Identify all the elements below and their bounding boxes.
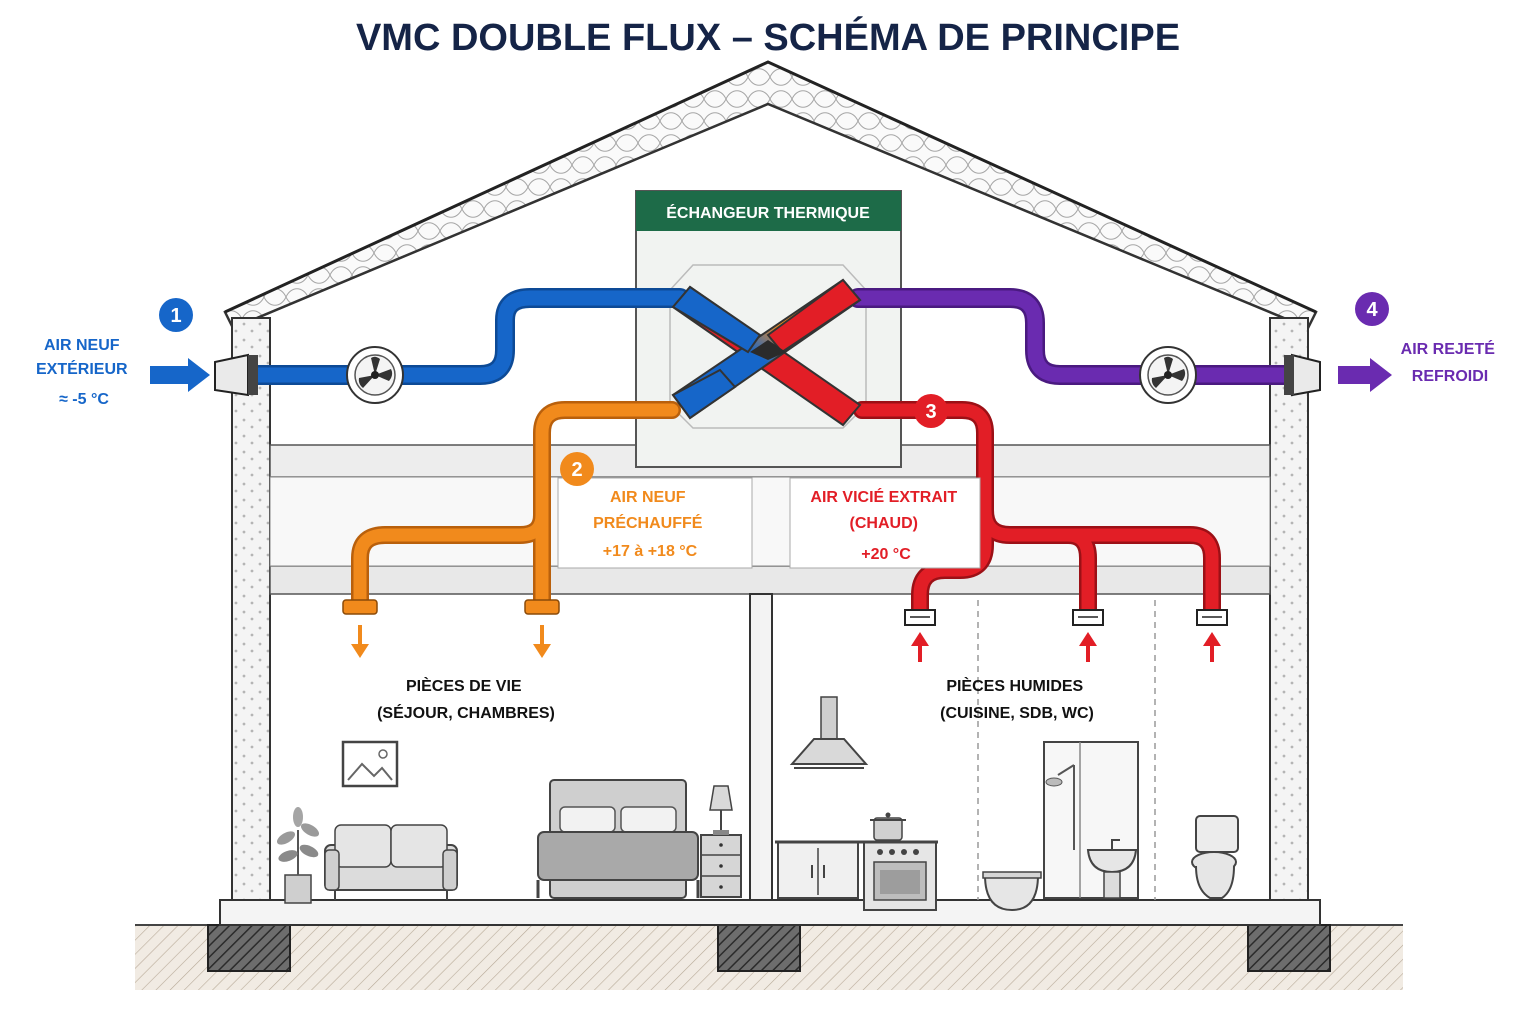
exchanger-core (671, 278, 862, 427)
svg-text:1: 1 (170, 305, 181, 327)
intake-wall-grille (214, 353, 258, 397)
label-stale-extract-air: AIR VICIÉ EXTRAIT (CHAUD) +20 °C (810, 487, 961, 563)
ceiling-slab (269, 565, 1271, 595)
pot-icon (870, 812, 906, 841)
sofa-icon (324, 824, 458, 900)
extract-grille (1072, 609, 1104, 662)
label-3-box (789, 477, 981, 569)
label-exhaust-air: AIR REJETÉ REFROIDI (1401, 339, 1500, 385)
roof-line (224, 60, 1317, 314)
label-wet-rooms: PIÈCES HUMIDES (CUISINE, SDB, WC) (940, 676, 1094, 722)
page-title: VMC DOUBLE FLUX – SCHÉMA DE PRINCIPE (356, 15, 1180, 59)
heat-exchanger: ÉCHANGEUR THERMIQUE (635, 190, 902, 468)
supply-diffuser (342, 599, 378, 658)
picture-frame-icon (341, 740, 399, 788)
range-hood-icon (789, 696, 869, 769)
svg-text:4: 4 (1366, 299, 1378, 321)
duct-exhaust-outline (848, 288, 1310, 385)
fan-icon (346, 346, 404, 404)
exhaust-wall-grille (1284, 353, 1321, 397)
kitchen-cabinet-icon (777, 841, 859, 899)
roof-inner-line (232, 102, 1309, 329)
sink-icon (1086, 839, 1138, 899)
svg-text:3: 3 (925, 401, 936, 423)
toilet-icon (1191, 815, 1239, 899)
duct-supply (351, 401, 681, 609)
bathtub-icon (982, 871, 1042, 912)
extract-grille (1196, 609, 1228, 662)
supply-diffuser (524, 599, 560, 658)
nightstand-icon (700, 834, 742, 898)
duct-fresh-intake-outline (245, 288, 690, 385)
lamp-icon (709, 785, 733, 835)
stove-icon (863, 841, 937, 911)
wall-right (1269, 317, 1309, 901)
step-badge-2: 2 (560, 452, 594, 486)
step-badge-3: 3 (914, 394, 948, 428)
label-living-rooms: PIÈCES DE VIE (SÉJOUR, CHAMBRES) (377, 676, 555, 722)
foundation-right (1247, 924, 1331, 972)
arrow-out-icon (1338, 358, 1392, 392)
bed-icon (536, 779, 700, 899)
floor-slab (219, 899, 1321, 926)
duct-exhaust (850, 290, 1308, 383)
step-badge-1: 1 (159, 298, 193, 332)
fan-icon (1139, 346, 1197, 404)
plant-icon (276, 807, 320, 904)
wall-left (231, 317, 271, 901)
label-fresh-outdoor-air: AIR NEUF EXTÉRIEUR ≈ -5 °C (36, 337, 132, 408)
duct-fresh-intake (247, 290, 688, 383)
duct-extract (853, 401, 1221, 621)
arrow-in-icon (150, 358, 210, 392)
shower-icon (1043, 741, 1139, 899)
exchanger-label: ÉCHANGEUR THERMIQUE (666, 203, 870, 222)
ceiling-void (269, 476, 1271, 567)
label-2-box (557, 477, 753, 569)
extract-grille (904, 609, 936, 662)
partition-middle (749, 593, 773, 901)
foundation-left (207, 924, 291, 972)
foundation-middle (717, 924, 801, 972)
svg-text:2: 2 (571, 459, 582, 481)
step-badge-4: 4 (1355, 292, 1389, 326)
label-preheated-air: AIR NEUF PRÉCHAUFFÉ +17 à +18 °C (593, 489, 707, 560)
